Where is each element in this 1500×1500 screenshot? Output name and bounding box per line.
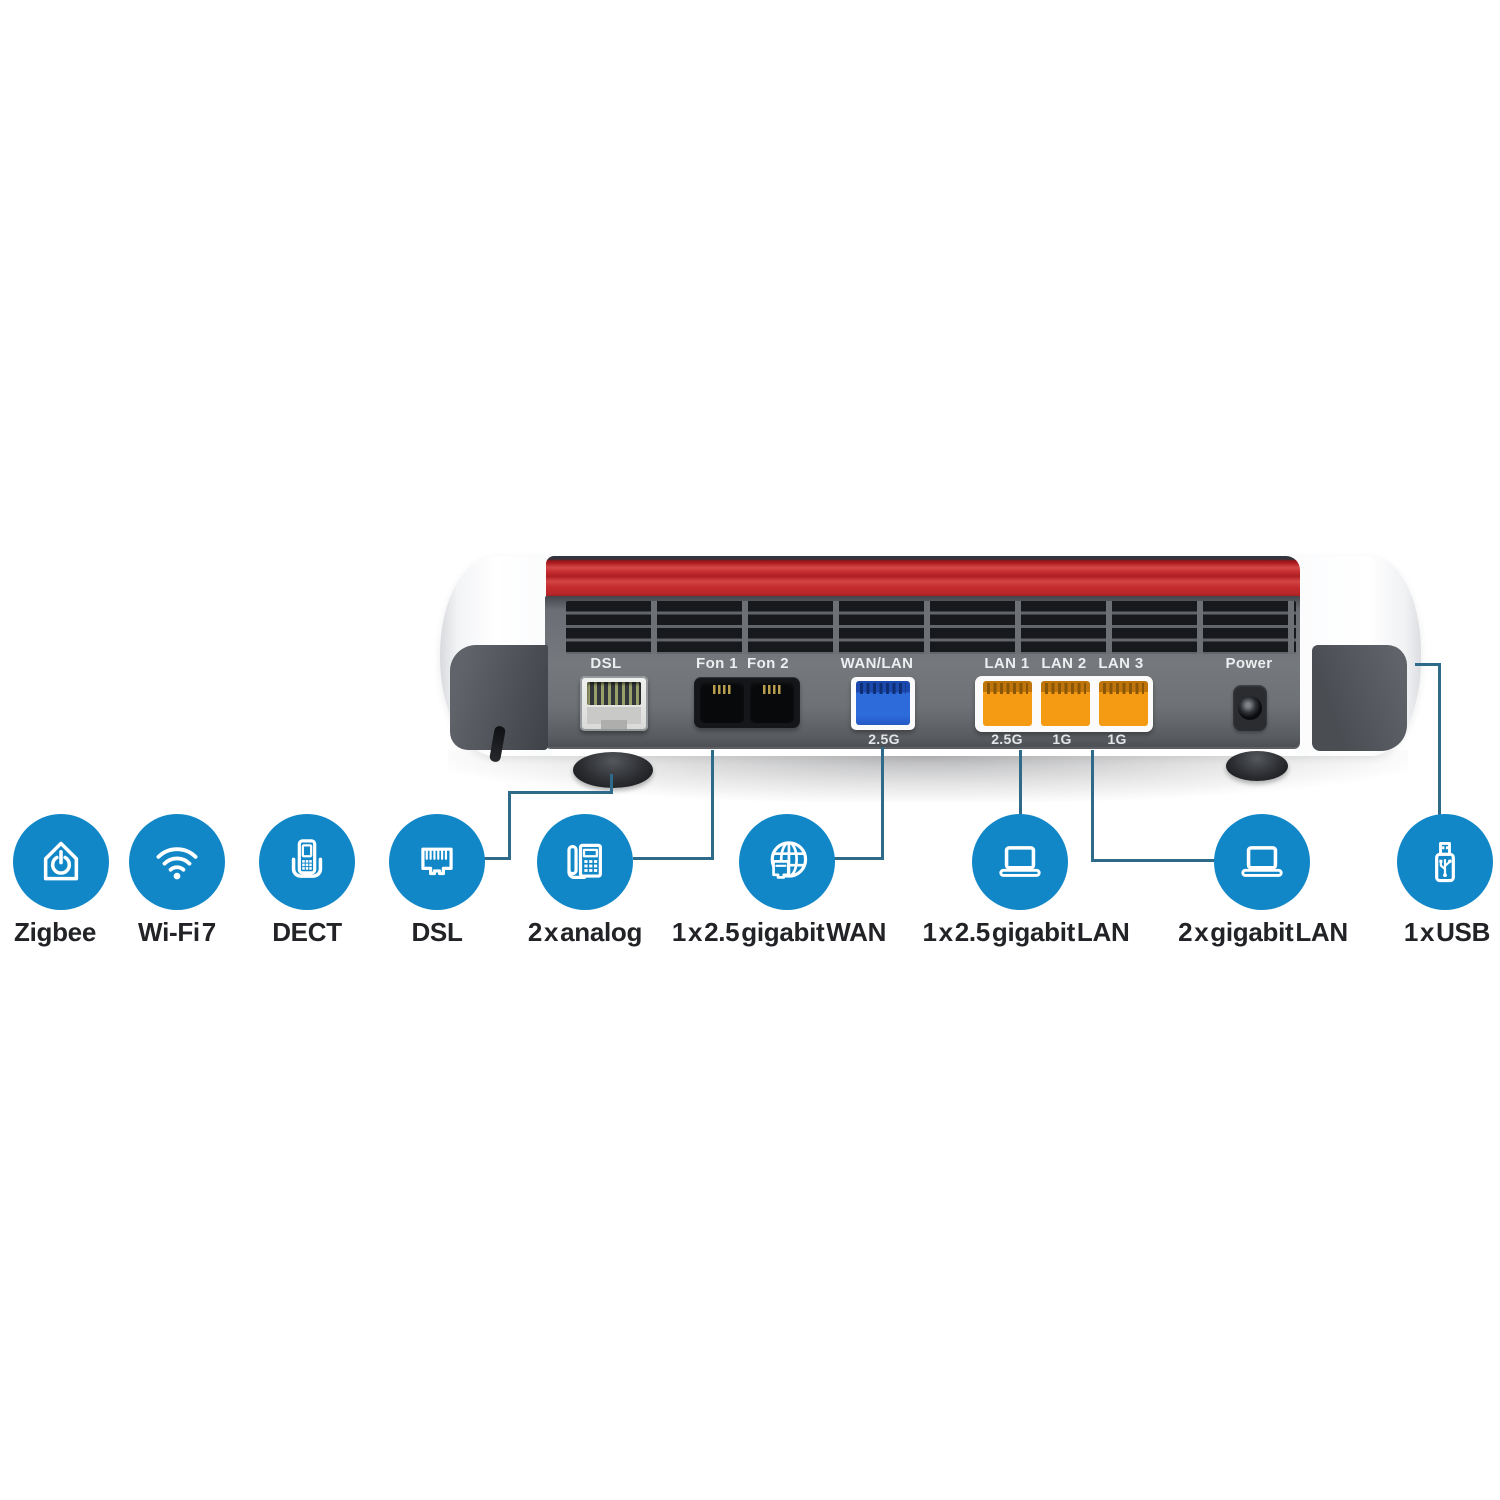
callout-line-dsl — [508, 791, 511, 860]
dsl-jack-icon — [421, 847, 453, 876]
feature-label-dsl: DSL — [411, 917, 463, 947]
feature-zigbee — [13, 814, 109, 910]
callout-line-usb — [1438, 663, 1441, 816]
feature-dsl — [389, 814, 485, 910]
dsl-port-lower — [587, 707, 641, 724]
callout-line-wan — [833, 857, 884, 860]
dsl-port-tab — [601, 720, 627, 729]
dect-handset-icon — [291, 839, 323, 878]
callout-line-dsl — [484, 857, 511, 860]
vent-grille — [566, 601, 1296, 654]
callout-line-usb — [1415, 663, 1441, 666]
wan-lan-port-module — [851, 677, 915, 730]
port-label-wan: WAN/LAN — [840, 655, 914, 672]
port-label-lan2: LAN 2 — [1041, 655, 1087, 672]
port-label-fon2: Fon 2 — [747, 655, 789, 672]
fon-ports — [694, 677, 800, 728]
feature-label-usb: 1 x USB — [1403, 917, 1491, 947]
feature-label-zigbee: Zigbee — [14, 917, 96, 947]
usb-stick-icon — [1435, 842, 1455, 883]
speed-label-lan1: 2.5G — [991, 731, 1023, 747]
callout-line-lan1g — [1091, 750, 1094, 862]
internet-globe-icon — [770, 841, 808, 879]
laptop-icon — [1241, 846, 1283, 877]
callout-line-dsl — [610, 774, 613, 794]
wan-lan-port — [856, 681, 910, 725]
feature-lan-1g — [1214, 814, 1310, 910]
dsl-port-pins — [587, 682, 641, 705]
dsl-port — [580, 676, 648, 731]
feature-analog — [537, 814, 633, 910]
feature-dect — [259, 814, 355, 910]
left-foot — [573, 752, 653, 788]
port-label-dsl: DSL — [590, 655, 622, 672]
analog-phone-icon — [567, 843, 602, 879]
wifi-icon — [156, 847, 198, 880]
right-foot — [1226, 751, 1288, 781]
feature-label-wan: 1 x 2.5 gigabit WAN — [671, 917, 887, 947]
speed-label-lan3: 1G — [1107, 731, 1127, 747]
feature-label-dect: DECT — [272, 917, 342, 947]
feature-lan-25g — [972, 814, 1068, 910]
callout-line-dsl — [508, 791, 613, 794]
feature-wan — [739, 814, 835, 910]
fon2-port — [750, 682, 794, 723]
lan3-port — [1099, 681, 1148, 726]
feature-label-analog: 2 x analog — [527, 917, 643, 947]
port-label-power: Power — [1225, 655, 1273, 672]
smart-home-zigbee-icon — [43, 841, 79, 881]
router-red-top-band — [546, 556, 1300, 602]
fon1-port — [700, 682, 744, 723]
feature-label-lan25g: 1 x 2.5 gigabit LAN — [922, 917, 1130, 947]
callout-line-lan25g — [1019, 750, 1022, 817]
port-label-fon1: Fon 1 — [696, 655, 738, 672]
speed-label-lan2: 1G — [1052, 731, 1072, 747]
feature-usb — [1397, 814, 1493, 910]
port-label-lan1: LAN 1 — [984, 655, 1030, 672]
power-jack — [1233, 685, 1267, 731]
port-label-lan3: LAN 3 — [1098, 655, 1144, 672]
feature-label-lan1g: 2 x gigabit LAN — [1178, 917, 1348, 947]
callout-line-wan — [881, 747, 884, 860]
lan2-port — [1041, 681, 1090, 726]
lan-port-module — [975, 676, 1153, 732]
laptop-icon — [999, 846, 1041, 877]
feature-wifi — [129, 814, 225, 910]
speed-label-wan: 2.5G — [868, 731, 900, 747]
right-side-housing — [1312, 645, 1407, 751]
callout-line-analog — [633, 857, 714, 860]
lan1-port — [983, 681, 1032, 726]
feature-label-wifi: Wi-Fi 7 — [138, 917, 216, 947]
callout-line-analog — [711, 750, 714, 860]
callout-line-lan1g — [1091, 859, 1217, 862]
